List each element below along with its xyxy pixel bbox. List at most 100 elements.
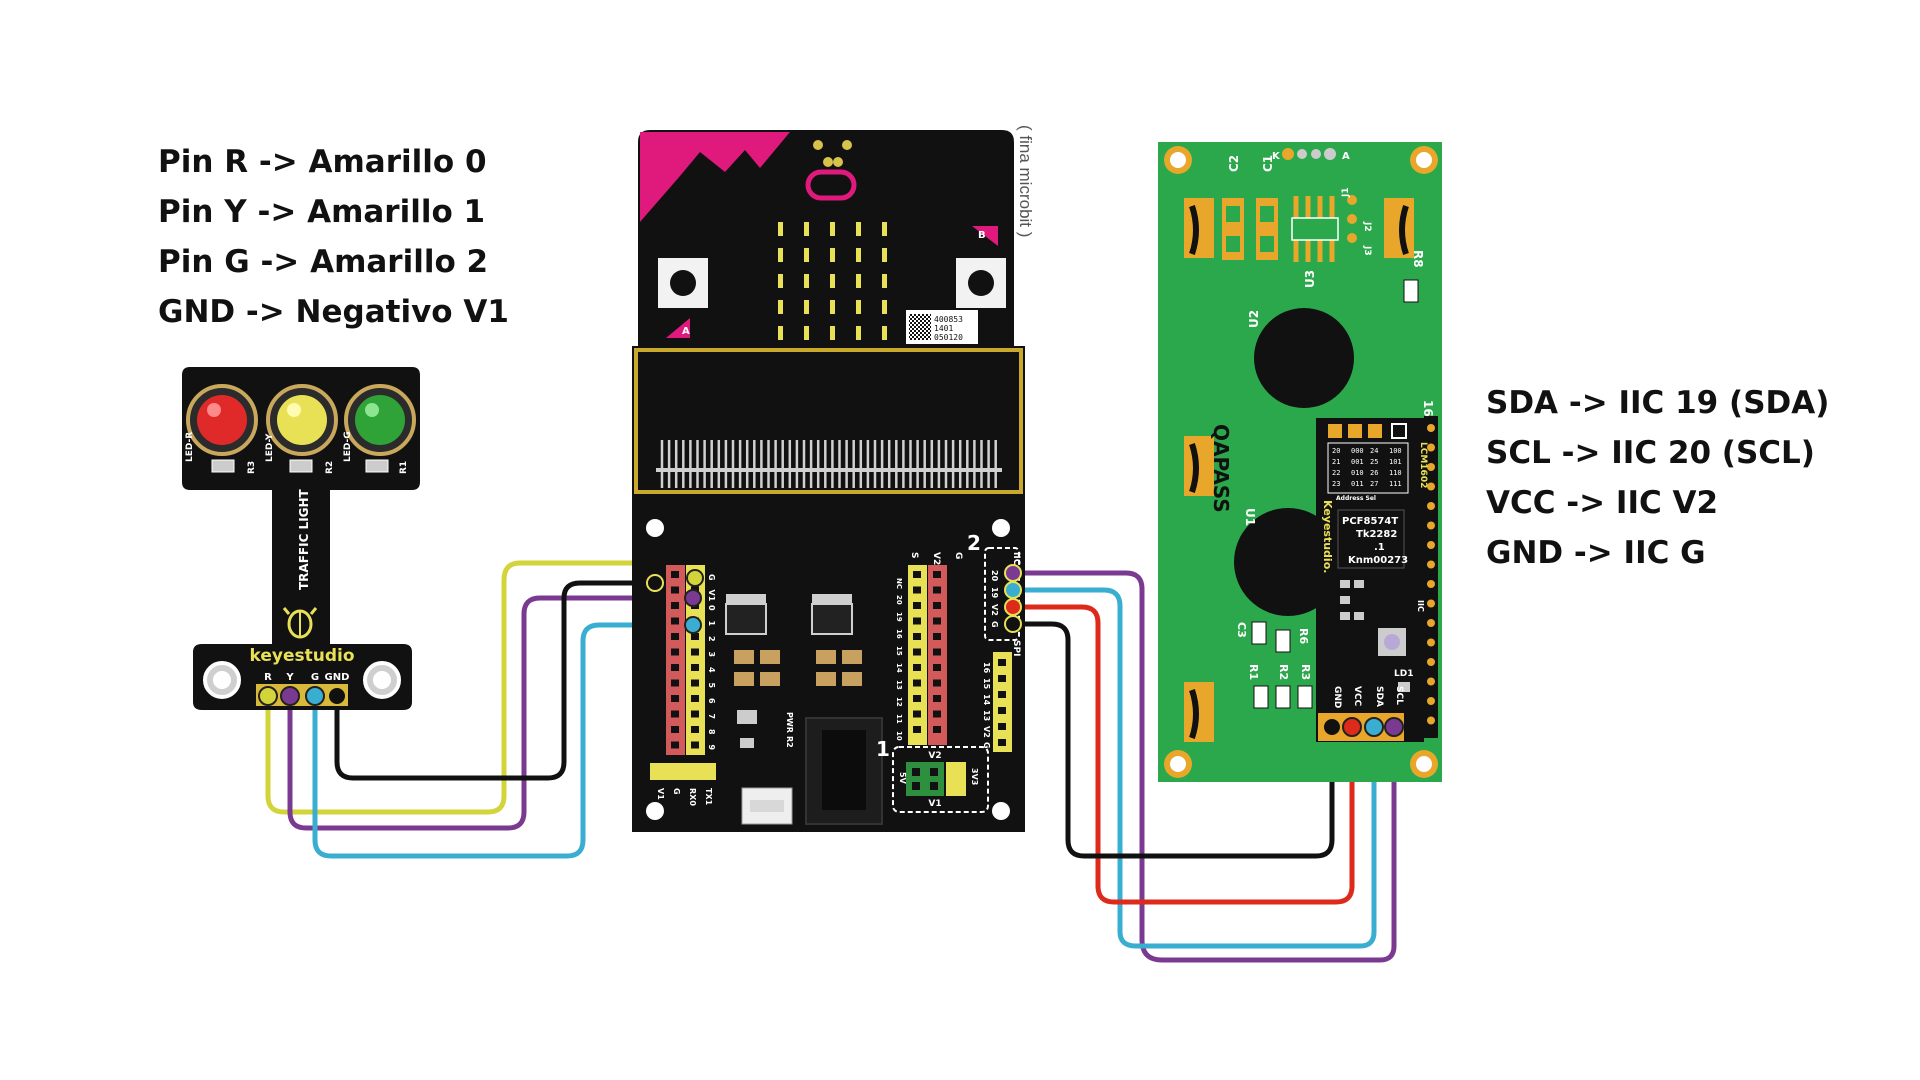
lcd-side-conn-left-bot [1184,682,1214,742]
header-hole[interactable] [933,633,941,640]
spi-hole[interactable] [998,675,1006,682]
jumper-pin-3[interactable] [912,782,920,790]
header-hole[interactable] [913,602,921,609]
lcd-pin-sda[interactable] [1364,717,1384,737]
header-pin-gnd[interactable] [646,574,664,592]
i2c-smd-1 [1340,580,1350,588]
header-pin-1[interactable] [684,589,702,607]
spi-hole[interactable] [998,707,1006,714]
header-hole[interactable] [671,710,679,718]
header-hole[interactable] [913,726,921,733]
header-hole[interactable] [671,571,679,578]
iic-pin-g[interactable] [1004,615,1022,633]
lcd-label-16: 16 [1421,400,1435,417]
spi-pin-label: V2 [982,726,991,738]
mid-header-top-label: G [953,552,963,559]
microbit-side-text: ( fina microbit ) [1016,125,1035,237]
lcd-pin-pad [1427,697,1435,705]
i2c-smd-5 [1354,612,1364,620]
header-hole[interactable] [691,695,699,702]
header-hole[interactable] [691,633,699,640]
pin-gnd[interactable] [327,686,347,706]
header-hole[interactable] [671,602,679,609]
header-hole[interactable] [933,664,941,671]
header-hole[interactable] [933,617,941,625]
lcd-pin-scl[interactable] [1384,717,1404,737]
header-hole[interactable] [671,617,679,625]
led-yellow [277,395,327,445]
spi-hole[interactable] [998,739,1006,746]
pin-y[interactable] [280,686,300,706]
microbit-button-b[interactable] [968,270,994,296]
header-hole[interactable] [933,679,941,687]
jumper-pin-2[interactable] [930,768,938,776]
lcd-pin-gnd[interactable] [1322,717,1342,737]
pin-r[interactable] [258,686,278,706]
spi-hole[interactable] [998,691,1006,698]
i2c-potentiometer-knob[interactable] [1384,634,1400,650]
pin-label-r: R [264,672,272,683]
header-hole[interactable] [933,648,941,656]
header-hole[interactable] [671,679,679,687]
header-hole[interactable] [671,695,679,702]
jumper-pin-1[interactable] [912,768,920,776]
header-pin-0[interactable] [686,569,704,587]
pin-header [256,684,348,706]
spi-hole[interactable] [998,659,1006,666]
header-hole[interactable] [933,602,941,609]
header-hole[interactable] [933,695,941,702]
header-hole[interactable] [671,741,679,749]
iic-pin-v2[interactable] [1004,598,1022,616]
bottom-left-label: V1 [656,788,665,800]
jumper-pin-4[interactable] [930,782,938,790]
header-hole[interactable] [671,633,679,640]
header-hole[interactable] [691,726,699,733]
header-hole[interactable] [671,664,679,671]
header-hole[interactable] [671,648,679,656]
header-hole[interactable] [913,695,921,702]
spi-hole[interactable] [998,723,1006,730]
lcd-pin-pad [1427,638,1435,647]
header-hole[interactable] [691,741,699,749]
header-hole[interactable] [913,664,921,671]
header-hole[interactable] [933,726,941,733]
spi-header-holes [998,659,1006,746]
header-hole[interactable] [671,586,679,594]
lcd-pin-vcc[interactable] [1342,717,1362,737]
microbit-pad-top-2 [842,140,852,150]
microbit-button-a[interactable] [670,270,696,296]
header-hole[interactable] [913,710,921,718]
address-table-cell: 22 [1332,469,1340,477]
header-hole[interactable] [913,648,921,656]
header-hole[interactable] [691,664,699,671]
header-hole[interactable] [913,679,921,687]
jumper-label-v2: V2 [928,751,941,761]
header-hole[interactable] [691,679,699,687]
header-hole[interactable] [933,571,941,578]
header-hole[interactable] [913,571,921,578]
header-hole[interactable] [933,710,941,718]
iic-pin-20[interactable] [1004,564,1022,582]
header-hole[interactable] [913,586,921,594]
shield-hole-br [992,802,1010,820]
header-hole[interactable] [671,726,679,733]
jumper-label-v1: V1 [928,799,941,809]
header-hole[interactable] [691,710,699,718]
i2c-address-label: Address Sel [1336,495,1376,502]
pin-g[interactable] [305,686,325,706]
iic-pin-19[interactable] [1004,581,1022,599]
header-hole[interactable] [913,633,921,640]
matrix-led [830,222,835,236]
lcd-label-r1: R1 [1247,664,1260,680]
header-hole[interactable] [933,586,941,594]
left-header-yellow [686,565,705,755]
header-pin-2[interactable] [684,616,702,634]
header-hole[interactable] [913,617,921,625]
wire-purple-scl [1014,570,1397,963]
spi-pin-label: 15 [982,678,991,690]
lcd-pad-3 [1311,149,1321,159]
jumper-label-3v3: 3V3 [970,768,979,785]
header-hole[interactable] [691,648,699,656]
